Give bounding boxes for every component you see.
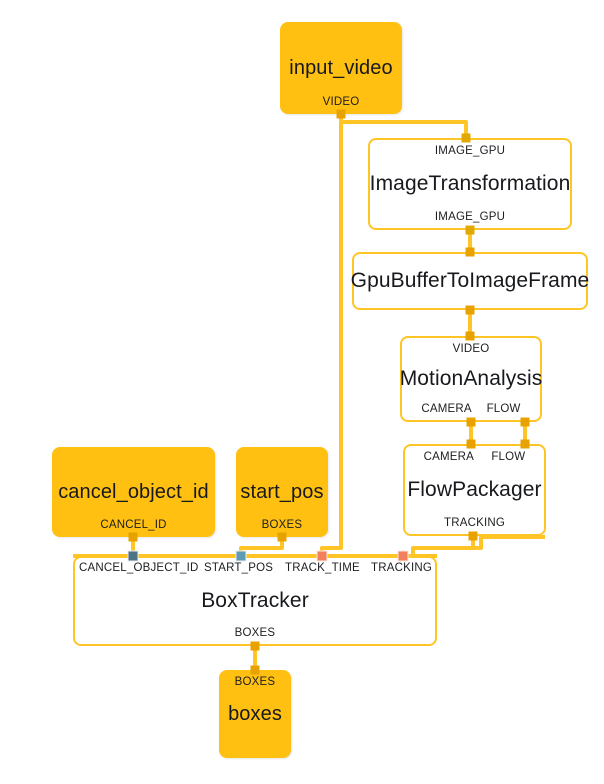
node-title: GpuBufferToImageFrame [350,269,590,293]
output-port-row: CANCEL_ID [53,519,214,531]
node-gpu-buffer-to-image-frame[interactable]: GpuBufferToImageFrame [350,252,590,310]
port-dot-flow-packager-camera-in[interactable] [466,439,476,449]
input-port-row: IMAGE_GPU [370,145,570,157]
node-title: cancel_object_id [58,481,209,503]
input-port-row: CAMERA FLOW [405,451,544,463]
port-label-cancel-id: CANCEL_ID [100,519,167,531]
port-dot-box-tracker-cancel-object-id[interactable] [127,550,139,562]
node-input-video[interactable]: input_video VIDEO [280,22,402,114]
node-title: ImageTransformation [369,172,571,196]
port-dot-boxes-in[interactable] [250,665,260,675]
node-motion-analysis[interactable]: MotionAnalysis VIDEO CAMERA FLOW [400,336,542,422]
port-label-image-gpu-out: IMAGE_GPU [434,211,506,223]
port-dot-cancel-object-id-out[interactable] [128,532,138,542]
node-boxes[interactable]: boxes BOXES [219,670,291,758]
node-title: MotionAnalysis [399,367,543,391]
input-port-row: BOXES [220,676,290,688]
port-label-video-in: VIDEO [452,343,490,355]
port-label-boxes-out: BOXES [261,519,303,531]
port-dot-image-transformation-in[interactable] [461,133,471,143]
output-port-row: TRACKING [405,517,544,529]
node-title: FlowPackager [407,478,542,502]
port-dot-box-tracker-track-time[interactable] [316,550,328,562]
input-port-row: VIDEO [402,343,540,355]
port-label-flow-in: FLOW [491,451,526,463]
port-dot-image-transformation-out[interactable] [465,225,475,235]
port-label-video: VIDEO [322,96,360,108]
port-dot-gpubuffer-out[interactable] [465,305,475,315]
output-port-row: BOXES [75,627,435,639]
edge-start-pos-to-box-tracker [239,537,284,556]
port-label-camera-in: CAMERA [423,451,475,463]
node-title: BoxTracker [201,589,309,613]
port-dot-box-tracker-tracking[interactable] [397,550,409,562]
port-dot-flow-packager-flow-in[interactable] [520,439,530,449]
node-cancel-object-id[interactable]: cancel_object_id CANCEL_ID [52,447,215,537]
node-start-pos[interactable]: start_pos BOXES [236,447,328,537]
port-dot-flow-packager-tracking-out[interactable] [468,531,478,541]
port-dot-motion-analysis-camera-out[interactable] [466,417,476,427]
edge-flow-packager-to-box-tracker [411,536,475,556]
edge-video-to-image-transformation [341,120,468,138]
port-label-camera-out: CAMERA [421,403,472,415]
node-title: input_video [289,57,393,79]
port-label-boxes-out: BOXES [234,627,276,639]
port-dot-motion-analysis-flow-out[interactable] [520,417,530,427]
port-dot-box-tracker-boxes-out[interactable] [250,641,260,651]
port-dot-start-pos-out[interactable] [277,532,287,542]
output-port-row: VIDEO [281,96,401,108]
node-image-transformation[interactable]: ImageTransformation IMAGE_GPU IMAGE_GPU [368,138,572,230]
port-dot-box-tracker-start-pos[interactable] [235,550,247,562]
port-label-flow-out: FLOW [486,403,521,415]
port-label-tracking-out: TRACKING [443,517,506,529]
port-dot-input-video-video[interactable] [336,109,346,119]
output-port-row: BOXES [237,519,327,531]
port-dot-gpubuffer-in[interactable] [465,247,475,257]
node-flow-packager[interactable]: FlowPackager CAMERA FLOW TRACKING [403,444,546,536]
node-box-tracker[interactable]: BoxTracker BOXES [73,556,437,646]
output-port-row: IMAGE_GPU [370,211,570,223]
node-title: start_pos [240,481,324,503]
edge-tracking-bus-right [473,535,545,550]
port-label-boxes-in: BOXES [234,676,276,688]
node-title: boxes [228,703,282,725]
output-port-row: CAMERA FLOW [402,403,540,415]
port-label-image-gpu-in: IMAGE_GPU [434,145,506,157]
port-dot-motion-analysis-video-in[interactable] [465,331,475,341]
